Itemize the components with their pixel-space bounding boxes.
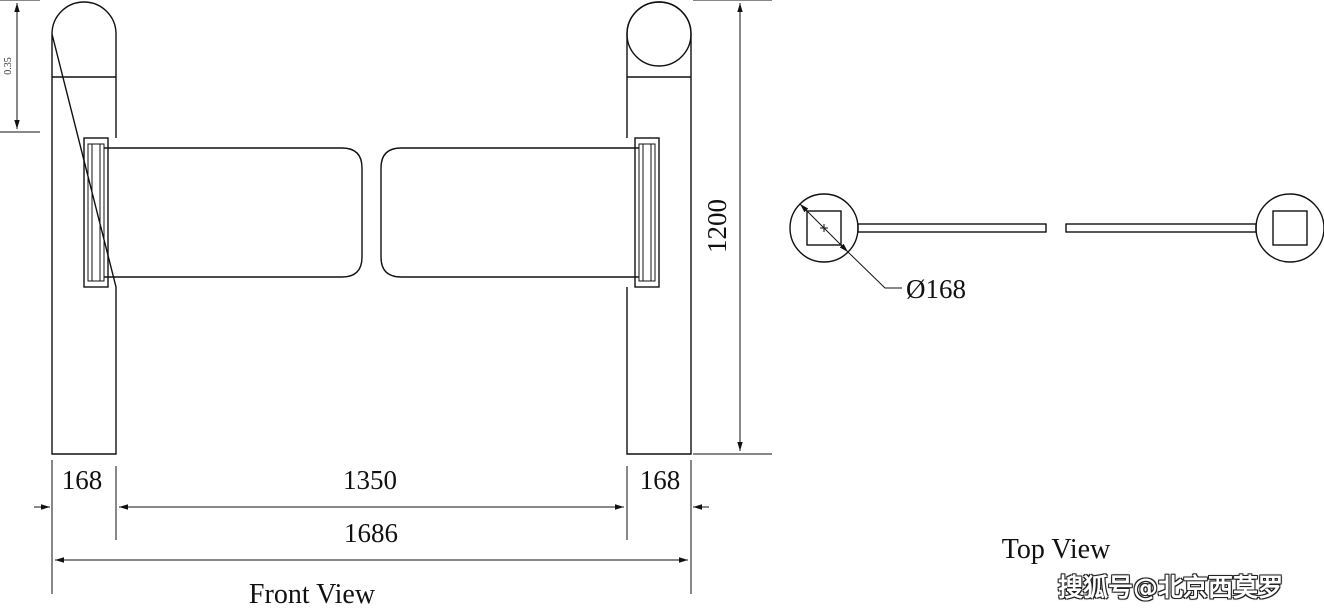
dim-diameter-text: Ø168 — [906, 274, 966, 304]
top-view: Ø168 Top View — [789, 193, 1324, 565]
dim-overall-text: 1686 — [344, 518, 398, 548]
dim-top-small: 0.35 — [0, 0, 40, 133]
dim-post-left: 168 — [34, 465, 103, 510]
right-post — [626, 1, 692, 455]
left-gate-panel — [104, 147, 363, 278]
dim-height: 1200 — [693, 0, 772, 455]
dim-height-text: 1200 — [702, 199, 732, 253]
left-post — [51, 1, 117, 455]
top-right-post — [1255, 193, 1324, 263]
right-gate-panel — [380, 147, 639, 278]
dim-extension-lines — [51, 460, 692, 594]
left-hinge — [83, 137, 109, 288]
right-hinge — [634, 137, 660, 288]
top-view-label: Top View — [1002, 534, 1111, 565]
front-view: 0.35 1200 168 168 1350 — [0, 0, 772, 610]
dim-post-right: 168 — [640, 465, 709, 510]
watermark: 搜狐号@北京西莫罗 — [1058, 573, 1284, 602]
dim-post-right-text: 168 — [640, 465, 681, 495]
dim-diameter: Ø168 — [799, 203, 966, 304]
dim-gap-text: 1350 — [343, 465, 397, 495]
top-right-arm — [1065, 223, 1257, 233]
front-view-label: Front View — [249, 579, 376, 610]
dim-overall: 1686 — [55, 518, 688, 563]
dim-gap: 1350 — [119, 465, 624, 510]
dim-post-left-text: 168 — [62, 465, 103, 495]
top-left-arm — [857, 223, 1047, 233]
dim-top-small-text: 0.35 — [3, 57, 14, 75]
